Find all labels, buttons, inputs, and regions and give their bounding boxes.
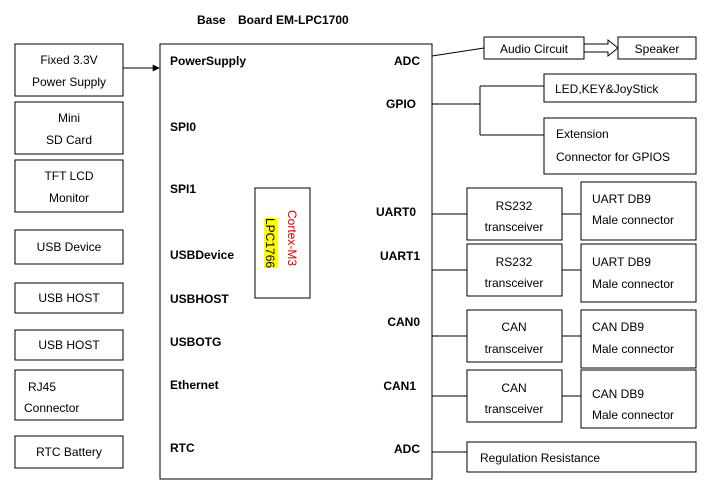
rs232-b-line1: RS232 (496, 255, 533, 269)
rs232-a-box (466, 187, 563, 241)
usb-device-box (14, 229, 124, 265)
speaker-label: Speaker (635, 42, 680, 56)
power-supply-line1: Fixed 3.3V (40, 53, 97, 67)
rs232-a-line2: transceiver (485, 220, 544, 234)
uart-db9-b-line2: Male connector (592, 277, 674, 291)
uart-db9-a-line1: UART DB9 (592, 192, 651, 206)
rs232-a-line1: RS232 (496, 199, 533, 213)
port-spi0: SPI0 (170, 120, 196, 134)
can-b-box (466, 369, 563, 423)
sd-card-line1: Mini (58, 111, 80, 125)
led-key-box (543, 73, 697, 103)
regulation-label: Regulation Resistance (480, 451, 600, 465)
port-usbotg: USBOTG (170, 335, 221, 349)
port-spi1: SPI1 (170, 182, 196, 196)
chip-highlight (264, 218, 278, 268)
port-usbhost: USBHOST (170, 292, 229, 306)
port-adc-top: ADC (394, 54, 420, 68)
can-db9-b-line2: Male connector (592, 408, 674, 422)
extension-line1: Extension (556, 127, 609, 141)
sd-card-box (14, 101, 124, 155)
can-db9-b-box (580, 369, 697, 429)
port-can1: CAN1 (383, 379, 416, 393)
uart-db9-a-line2: Male connector (592, 213, 674, 227)
port-powersupply: PowerSupply (170, 54, 246, 68)
port-ethernet: Ethernet (170, 378, 219, 392)
can-db9-a-line2: Male connector (592, 342, 674, 356)
regulation-box (466, 441, 697, 473)
led-key-label: LED,KEY&JoyStick (555, 82, 659, 96)
lcd-line1: TFT LCD (44, 169, 93, 183)
can-db9-b-line1: CAN DB9 (592, 387, 644, 401)
rs232-b-box (466, 243, 563, 297)
power-supply-line2: Power Supply (32, 75, 106, 89)
rj45-line1: RJ45 (28, 380, 56, 394)
chip-core: Cortex-M3 (285, 210, 299, 266)
lcd-line2: Monitor (49, 191, 89, 205)
port-gpio: GPIO (386, 97, 416, 111)
port-usbdevice: USBDevice (170, 248, 234, 262)
can-b-line1: CAN (501, 381, 526, 395)
port-uart1: UART1 (380, 249, 420, 263)
title-base: Base (197, 13, 226, 27)
port-adc-bottom: ADC (394, 442, 420, 456)
rj45-line2: Connector (24, 401, 79, 415)
port-can0: CAN0 (387, 315, 420, 329)
rtc-battery-box (14, 435, 124, 469)
uart-db9-a-box (580, 181, 697, 241)
power-supply-box (14, 43, 124, 97)
audio-circuit-label: Audio Circuit (500, 42, 569, 56)
can-db9-a-box (580, 309, 697, 369)
usb-host-box (14, 282, 124, 314)
can-a-line1: CAN (501, 320, 526, 334)
usb-otg-label: USB HOST (38, 338, 100, 352)
can-db9-a-line1: CAN DB9 (592, 320, 644, 334)
rs232-b-line2: transceiver (485, 276, 544, 290)
audio-speaker-arrow (584, 38, 619, 58)
can-b-line2: transceiver (485, 402, 544, 416)
rtc-battery-label: RTC Battery (36, 445, 102, 459)
can-a-box (466, 309, 563, 363)
adc-audio-line (431, 47, 485, 57)
speaker-box (617, 36, 697, 60)
title-board: Board EM-LPC1700 (238, 13, 349, 27)
uart-db9-b-line1: UART DB9 (592, 255, 651, 269)
sd-card-line2: SD Card (46, 133, 92, 147)
extension-box (543, 117, 697, 175)
usb-otg-box (14, 329, 124, 361)
port-rtc: RTC (170, 441, 195, 455)
audio-circuit-box (483, 36, 585, 60)
can-a-line2: transceiver (485, 342, 544, 356)
rj45-box (14, 369, 124, 421)
extension-line2: Connector for GPIOS (556, 150, 670, 164)
uart-db9-b-box (580, 243, 697, 303)
usb-host-label: USB HOST (38, 291, 100, 305)
usb-device-label: USB Device (37, 240, 102, 254)
chip-model: LPC1766 (263, 218, 277, 268)
port-uart0: UART0 (376, 205, 416, 219)
lcd-box (14, 159, 124, 213)
